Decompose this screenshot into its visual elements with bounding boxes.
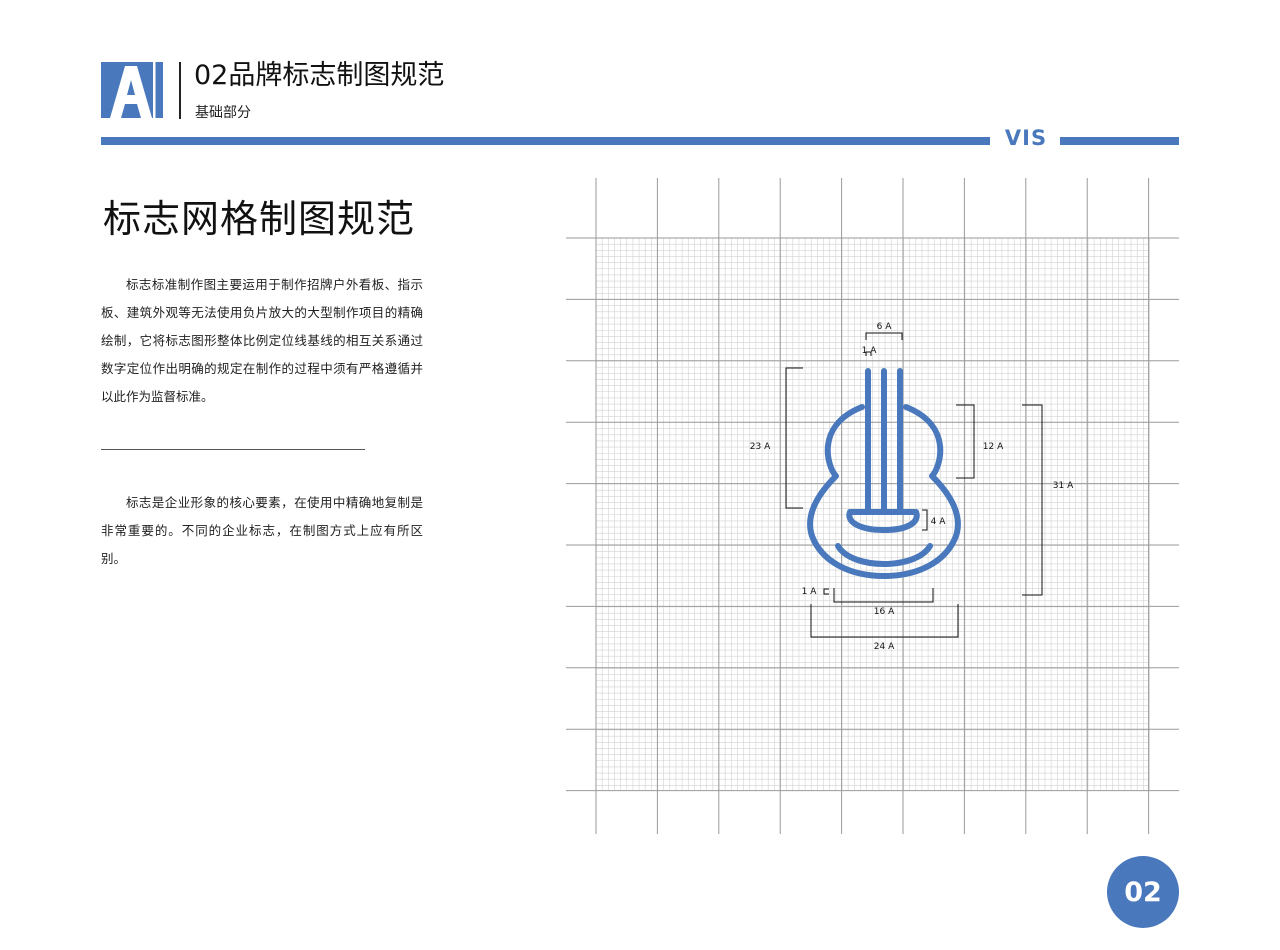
dim-right-total-height: 31 A: [1053, 481, 1074, 491]
dim-string-width: 1 A: [862, 346, 878, 356]
content-divider: [101, 449, 365, 450]
dim-left-height: 23 A: [750, 442, 771, 452]
dim-top-width: 6 A: [877, 322, 893, 332]
description-paragraph-2: 标志是企业形象的核心要素，在使用中精确地复制是非常重要的。不同的企业标志，在制图…: [101, 495, 423, 566]
minor-grid: [595, 237, 1150, 790]
header-separator: [179, 62, 181, 119]
page-title: 02品牌标志制图规范: [194, 60, 445, 91]
dim-bottom-total-width: 24 A: [874, 642, 895, 652]
description-paragraph-1: 标志标准制作图主要运用于制作招牌户外看板、指示板、建筑外观等无法使用负片放大的大…: [101, 277, 423, 404]
dim-bottom-gap: 1 A: [802, 587, 818, 597]
guitar-icon: [807, 368, 961, 579]
dim-bridge-height: 4 A: [931, 517, 947, 527]
header-bar-right: [1060, 137, 1179, 145]
brand-logo-icon: [101, 62, 163, 118]
section-title: 标志网格制图规范: [103, 197, 416, 241]
dim-bottom-inner-width: 16 A: [874, 607, 895, 617]
page-number-badge: 02: [1107, 856, 1179, 928]
logo-grid-diagram: 6 A 1 A 23 A 12 A 31 A 4 A 1 A 16 A 24 A: [566, 178, 1179, 834]
dim-right-upper-height: 12 A: [983, 442, 1004, 452]
vis-tag: VIS: [1004, 126, 1048, 150]
major-grid: [566, 178, 1179, 834]
header-bar-left: [101, 137, 990, 145]
page-subtitle: 基础部分: [195, 105, 251, 121]
